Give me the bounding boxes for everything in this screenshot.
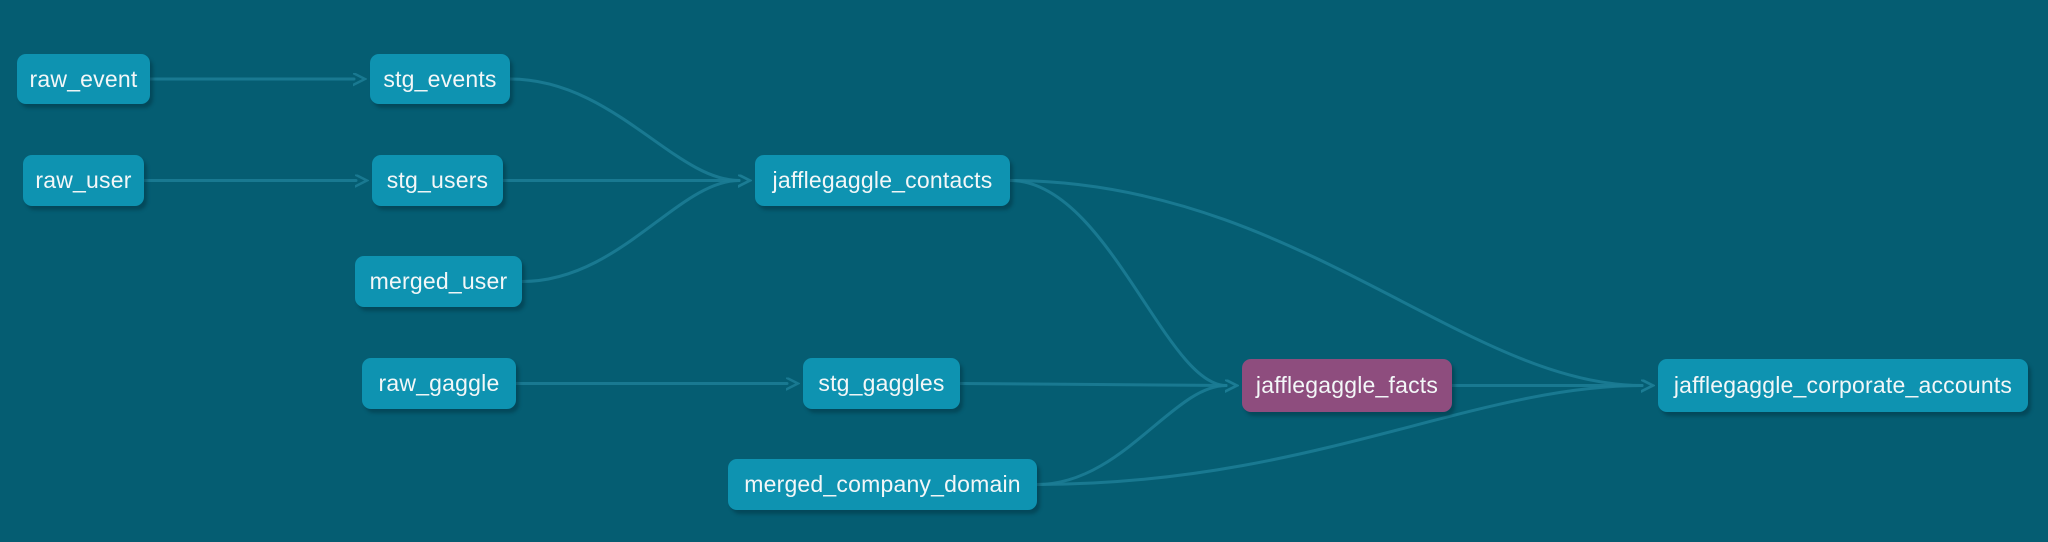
edge-merged_user-to-jafflegaggle_contacts <box>520 181 739 283</box>
node-stg_users[interactable]: stg_users <box>372 155 503 206</box>
edge-merged_company_domain-to-jafflegaggle_corporate_accounts <box>1035 386 1642 486</box>
edge-jafflegaggle_contacts-to-jafflegaggle_facts <box>1008 179 1226 386</box>
node-raw_gaggle[interactable]: raw_gaggle <box>362 358 516 409</box>
node-raw_user[interactable]: raw_user <box>23 155 144 206</box>
node-merged_user[interactable]: merged_user <box>355 256 522 307</box>
node-jafflegaggle_corporate_accounts[interactable]: jafflegaggle_corporate_accounts <box>1658 359 2028 412</box>
edge-stg_events-to-jafflegaggle_contacts <box>508 77 739 181</box>
node-merged_company_domain[interactable]: merged_company_domain <box>728 459 1037 510</box>
node-stg_gaggles[interactable]: stg_gaggles <box>803 358 960 409</box>
edge-stg_gaggles-to-jafflegaggle_facts <box>958 384 1226 386</box>
node-jafflegaggle_contacts[interactable]: jafflegaggle_contacts <box>755 155 1010 206</box>
node-stg_events[interactable]: stg_events <box>370 54 510 104</box>
node-raw_event[interactable]: raw_event <box>17 54 150 104</box>
edge-jafflegaggle_contacts-to-jafflegaggle_corporate_accounts <box>1008 179 1642 386</box>
node-jafflegaggle_facts[interactable]: jafflegaggle_facts <box>1242 359 1452 412</box>
edge-merged_company_domain-to-jafflegaggle_facts <box>1035 386 1226 486</box>
